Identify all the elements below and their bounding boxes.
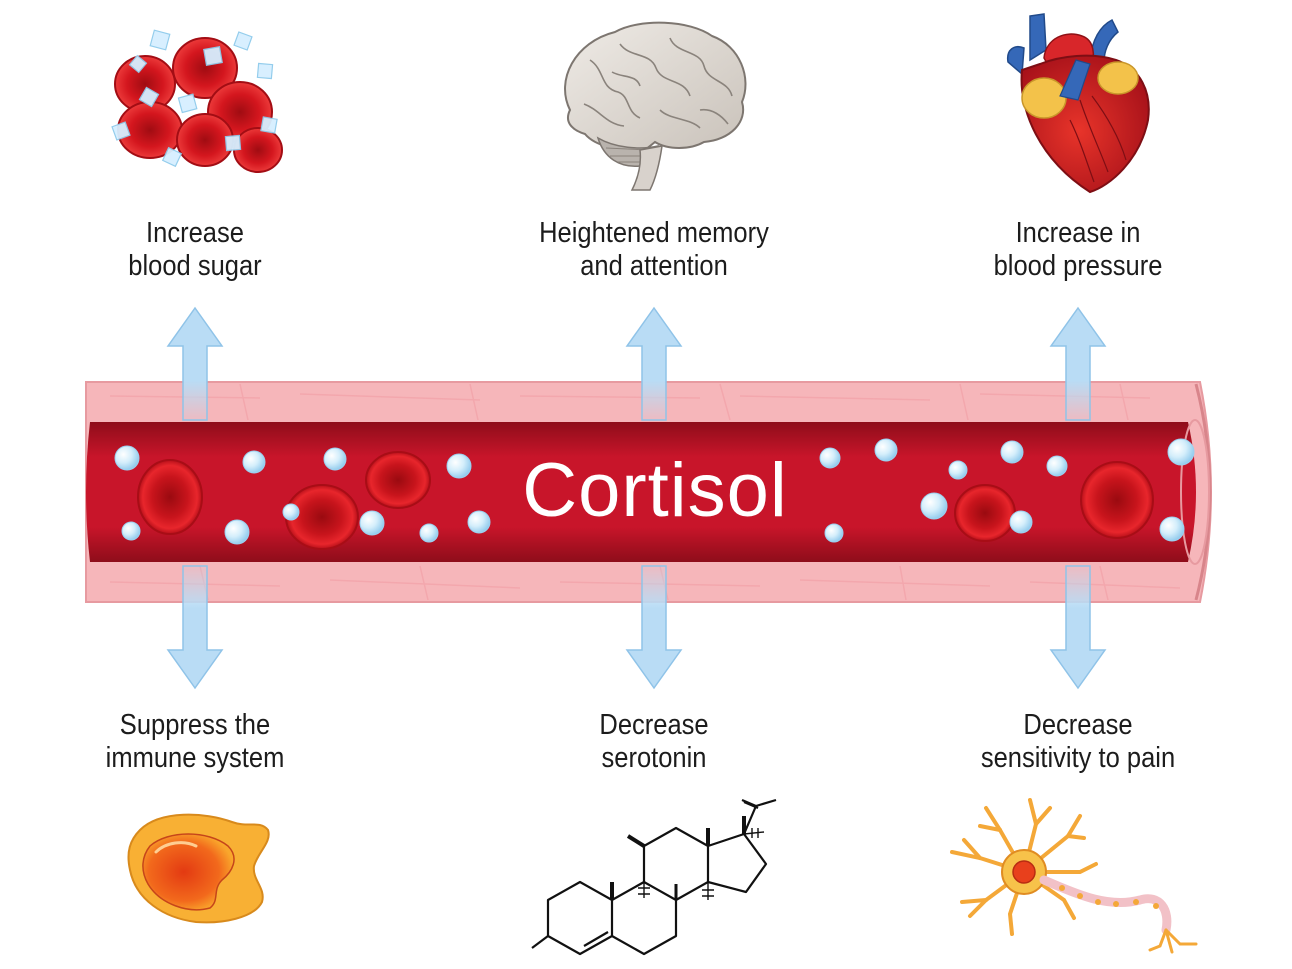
label-line: Heightened memory [539,217,769,249]
arrow-up-blood-pressure [1049,306,1107,421]
label-line: Increase [146,217,244,249]
steroid-molecule-icon [531,798,777,956]
label-line: blood sugar [128,250,262,282]
label-line: Increase in [1015,217,1141,249]
label-line: immune system [105,742,285,774]
label-blood-sugar: Increase blood sugar [45,217,344,283]
label-line: sensitivity to pain [980,742,1176,774]
red-blood-cells [137,451,1154,550]
neuron-icon [950,798,1198,954]
arrow-down-immune [166,565,224,690]
brain-icon [564,21,747,191]
cortisol-particles [114,438,1195,545]
blood-cells-sugar-icon [111,29,283,173]
label-line: Suppress the [119,709,271,741]
diagram-title: Cortisol [522,448,788,533]
immune-cell-icon [127,813,270,924]
heart-icon [1006,13,1150,194]
label-line: blood pressure [993,250,1163,282]
label-line: Decrease [599,709,709,741]
label-serotonin: Decrease serotonin [504,709,803,775]
label-line: serotonin [601,742,707,774]
arrow-up-memory [625,306,683,421]
label-memory-attention: Heightened memory and attention [504,217,803,283]
label-immune-system: Suppress the immune system [45,709,344,775]
label-line: and attention [580,250,728,282]
arrow-down-pain [1049,565,1107,690]
label-blood-pressure: Increase in blood pressure [928,217,1227,283]
arrow-down-serotonin [625,565,683,690]
label-line: Decrease [1023,709,1133,741]
label-pain-sensitivity: Decrease sensitivity to pain [928,709,1227,775]
arrow-up-blood-sugar [166,306,224,421]
